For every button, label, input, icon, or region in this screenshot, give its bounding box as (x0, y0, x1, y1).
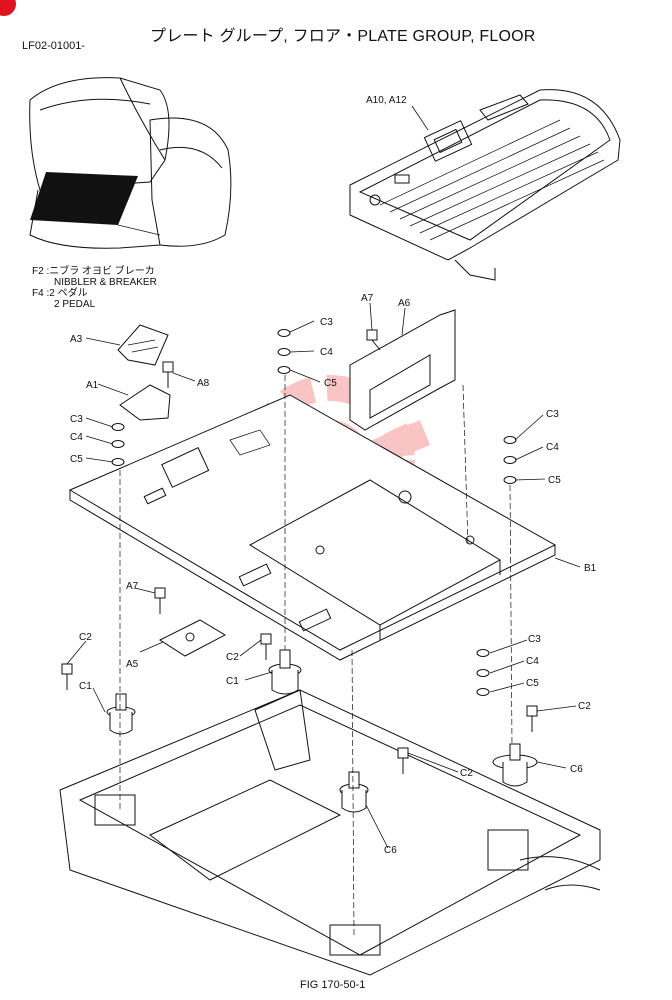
leader-lines (66, 105, 581, 849)
mount-c6-low (339, 771, 369, 813)
callout-c6-low: C6 (384, 845, 397, 856)
callout-c4-left: C4 (70, 432, 83, 443)
callout-c3-right: C3 (546, 409, 559, 420)
callout-c5-right: C5 (548, 475, 561, 486)
callout-b1: B1 (584, 563, 597, 574)
note-f4-line2: 2 PEDAL (54, 299, 96, 310)
seat-illustration (29, 77, 232, 249)
corner-badge (0, 0, 16, 16)
callout-c2-mid: C2 (226, 652, 239, 663)
callout-c4-top: C4 (320, 347, 333, 358)
callout-a10-a12: A10, A12 (366, 95, 407, 106)
callout-a7-top: A7 (361, 293, 374, 304)
mount-c6-right (492, 743, 538, 787)
callout-a8: A8 (197, 378, 210, 389)
callout-a6: A6 (398, 298, 411, 309)
bolts (61, 329, 538, 774)
callout-c1-mid: C1 (226, 676, 239, 687)
main-floor-plate (68, 394, 557, 661)
floor-plate-illustration (349, 89, 621, 281)
bracket-a6 (349, 309, 456, 431)
page-title: プレート グループ, フロア・PLATE GROUP, FLOOR (150, 28, 536, 45)
callout-a7-mid: A7 (126, 581, 139, 592)
callout-c2-left: C2 (79, 632, 92, 643)
callout-c5-top: C5 (324, 378, 337, 389)
callout-c2-low: C2 (460, 768, 473, 779)
mount-c1-left (106, 693, 136, 735)
note-f4-line1: F4 :2 ペダル (32, 288, 88, 299)
drawing-code: LF02-01001- (22, 40, 85, 52)
callout-c3-low: C3 (528, 634, 541, 645)
plate-a5 (158, 619, 227, 657)
callout-c5-left: C5 (70, 454, 83, 465)
callout-c2-right: C2 (578, 701, 591, 712)
callout-c4-right: C4 (546, 442, 559, 453)
callout-a5: A5 (126, 659, 139, 670)
pedal-a1 (119, 384, 171, 421)
callout-a3: A3 (70, 334, 83, 345)
alignment-lines (119, 375, 513, 936)
callout-a1: A1 (86, 380, 99, 391)
callout-c1-left: C1 (79, 681, 92, 692)
figure-number: FIG 170-50-1 (300, 979, 366, 991)
callout-c5-low: C5 (526, 678, 539, 689)
callout-c6-right: C6 (570, 764, 583, 775)
pedal-a3 (117, 324, 169, 366)
frame-base (59, 689, 601, 976)
washer-stacks (111, 329, 517, 696)
callout-c3-top: C3 (320, 317, 333, 328)
callout-c3-left: C3 (70, 414, 83, 425)
note-f2-line1: F2 :ニブラ オヨビ ブレーカ (32, 266, 155, 277)
callout-c4-low: C4 (526, 656, 539, 667)
mount-c1-mid (268, 649, 302, 695)
note-f2-line2: NIBBLER & BREAKER (54, 277, 157, 288)
